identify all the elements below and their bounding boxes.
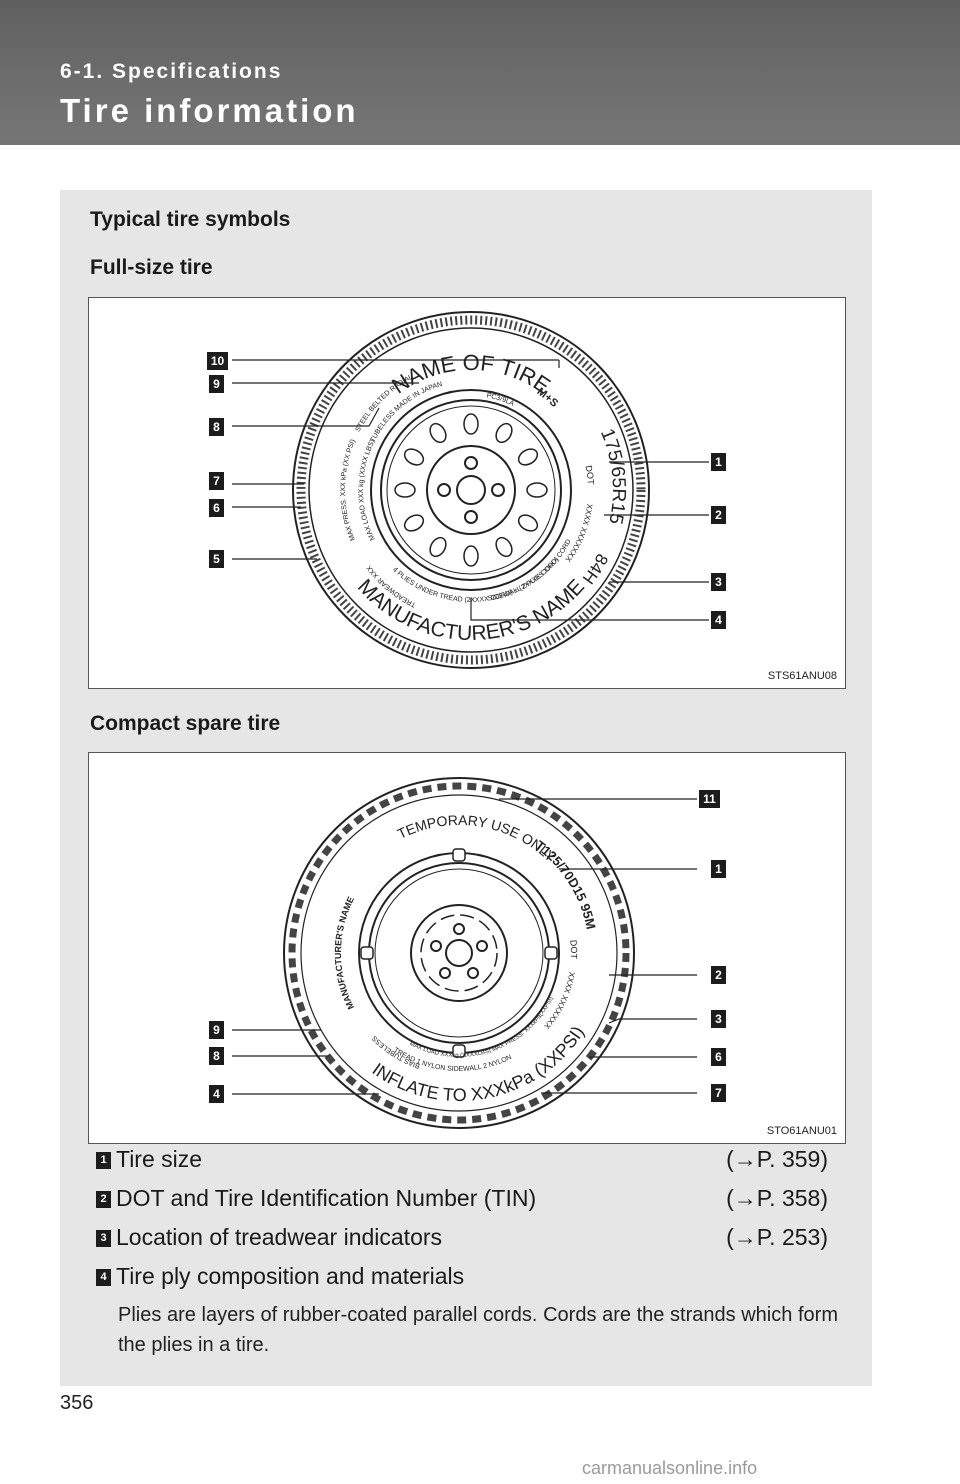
page-number: 356 <box>60 1392 94 1414</box>
callout-1: 1 <box>711 860 726 878</box>
callout-1: 1 <box>711 453 726 471</box>
spare-dot-text: DOT <box>568 939 579 959</box>
item-number: 2 <box>96 1191 111 1208</box>
full-size-tire-figure: NAME OF TIRE MANUFACTURER'S NAME 175/65R… <box>88 297 846 689</box>
callout-4: 4 <box>209 1085 224 1103</box>
callout-5: 5 <box>209 550 224 568</box>
callout-7: 7 <box>711 1084 726 1102</box>
page-reference-link[interactable]: (→P. 253) <box>726 1224 828 1250</box>
compact-spare-tire-figure: TEMPORARY USE ONLY INFLATE TO XXXkPa (XX… <box>88 752 846 1144</box>
ply-description: Plies are layers of rubber-coated parall… <box>118 1304 838 1356</box>
callout-8: 8 <box>209 1047 224 1065</box>
page-reference-link[interactable]: (→P. 359) <box>726 1146 828 1172</box>
item-label: Tire ply composition and materials <box>116 1263 465 1289</box>
header-band: 6-1. Specifications Tire information <box>0 0 960 145</box>
item-number: 4 <box>96 1269 111 1286</box>
full-size-tire-illustration: NAME OF TIRE MANUFACTURER'S NAME 175/65R… <box>232 311 709 669</box>
callout-3: 3 <box>711 573 726 591</box>
list-item: 1 Tire size (→P. 359) <box>96 1146 828 1176</box>
callout-8: 8 <box>209 418 224 436</box>
full-size-leader-lines <box>232 359 709 621</box>
watermark: carmanualsonline.info <box>582 1458 758 1478</box>
list-item: 4 Tire ply composition and materials <box>96 1263 828 1293</box>
callout-3: 3 <box>711 1010 726 1028</box>
page-title: Tire information <box>60 92 359 129</box>
compact-leader-lines <box>232 798 697 1095</box>
list-item: 3 Location of treadwear indicators (→P. … <box>96 1224 828 1254</box>
callout-11: 11 <box>699 790 720 808</box>
callout-9: 9 <box>209 375 224 393</box>
list-item: 2 DOT and Tire Identification Number (TI… <box>96 1185 828 1215</box>
item-label: DOT and Tire Identification Number (TIN) <box>116 1185 537 1211</box>
item-number: 3 <box>96 1230 111 1247</box>
callout-7: 7 <box>209 472 224 490</box>
figure-code: STS61ANU08 <box>767 670 837 682</box>
callout-2: 2 <box>711 966 726 984</box>
callout-9: 9 <box>209 1021 224 1039</box>
callout-10: 10 <box>207 352 228 370</box>
tire-dot-text: DOT <box>584 465 596 486</box>
heading-full-size-tire: Full-size tire <box>90 256 213 279</box>
callout-2: 2 <box>711 506 726 524</box>
heading-compact-spare-tire: Compact spare tire <box>90 712 281 735</box>
section-label: 6-1. Specifications <box>60 60 283 83</box>
figure-code: STO61ANU01 <box>766 1125 837 1137</box>
page-reference-link[interactable]: (→P. 358) <box>726 1185 828 1211</box>
callout-6: 6 <box>209 499 224 517</box>
compact-wheel <box>360 848 558 1058</box>
callout-4: 4 <box>711 611 726 629</box>
compact-spare-tire-illustration: TEMPORARY USE ONLY INFLATE TO XXXkPa (XX… <box>232 777 697 1129</box>
item-label: Location of treadwear indicators <box>116 1224 443 1250</box>
heading-typical-tire-symbols: Typical tire symbols <box>90 208 291 231</box>
item-number: 1 <box>96 1152 111 1169</box>
full-size-wheel <box>380 399 562 581</box>
callout-6: 6 <box>711 1048 726 1066</box>
item-label: Tire size <box>116 1146 203 1172</box>
